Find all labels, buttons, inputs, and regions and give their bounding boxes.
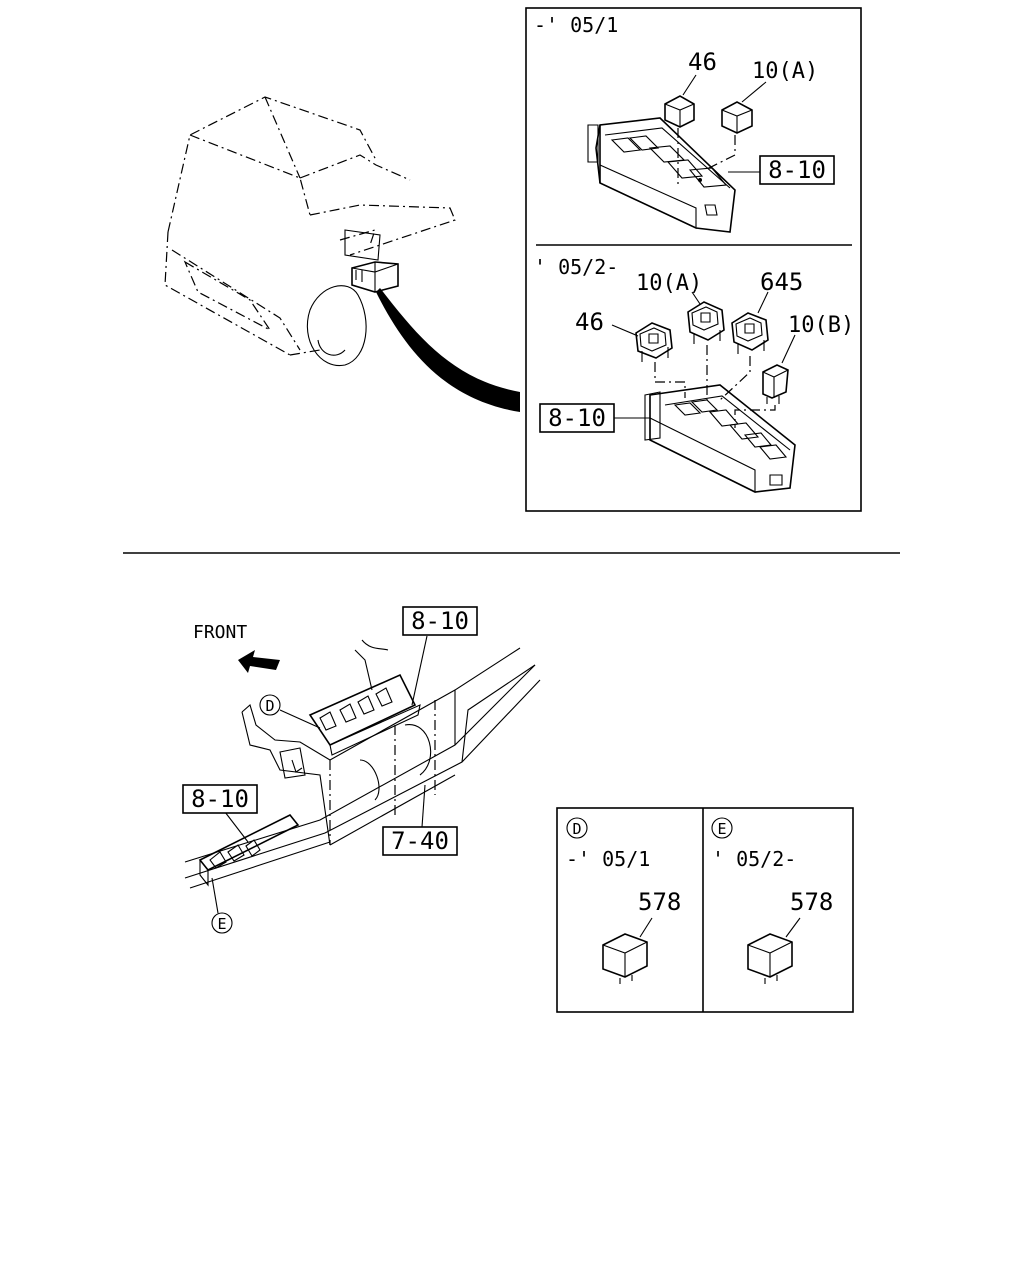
detail-e-part: 578 [790, 888, 833, 916]
ref-box-8-10-upper [402, 606, 478, 636]
relay-box-location [351, 261, 399, 293]
marker-d: D [265, 697, 274, 715]
detail-d-circle [566, 817, 588, 839]
ref-8-10-bottom: 8-10 [548, 404, 606, 432]
callout-46-top: 46 [688, 48, 717, 76]
callout-645: 645 [760, 268, 803, 296]
ref-box-8-10-bottom [539, 403, 615, 433]
ref-box-7-40 [382, 826, 458, 856]
relay-detail-panel: D -' 05/1 578 E ' 05/2- 578 [556, 807, 854, 1013]
relay-46-top [664, 74, 697, 185]
ref-box-8-10-top [759, 155, 835, 185]
front-arrow-icon [238, 650, 280, 673]
period-label-1: -' 05/1 [534, 13, 618, 37]
relay-box-2 [644, 384, 796, 493]
relay-578-e [747, 917, 801, 984]
callout-10a-bottom: 10(A) [636, 271, 702, 296]
detail-e-period: ' 05/2- [712, 847, 796, 871]
callout-46-bottom: 46 [575, 308, 604, 336]
ref-box-8-10-left [182, 784, 258, 814]
top-detail-panel: -' 05/1 ' 05/2- 46 [525, 7, 862, 512]
marker-e: E [217, 915, 226, 933]
ref-8-10-upper: 8-10 [411, 607, 469, 635]
chassis-diagram: FRONT 8-10 D [182, 606, 541, 934]
relay-46-bottom [611, 322, 686, 398]
relay-box-1 [587, 117, 736, 233]
callout-10b: 10(B) [788, 313, 854, 338]
relay-10a-bottom [687, 291, 725, 400]
zoom-leader [376, 288, 520, 412]
ref-7-40: 7-40 [391, 827, 449, 855]
detail-e-marker: E [717, 820, 726, 838]
ref-8-10-left: 8-10 [191, 785, 249, 813]
period-label-2: ' 05/2- [534, 255, 618, 279]
top-panel-frame [525, 7, 862, 512]
detail-d-period: -' 05/1 [566, 847, 650, 871]
callout-10a-top: 10(A) [752, 59, 818, 84]
relay-10a-top [704, 81, 767, 171]
detail-d-marker: D [572, 820, 581, 838]
detail-d-part: 578 [638, 888, 681, 916]
relay-645 [719, 291, 769, 401]
marker-d-circle [259, 694, 281, 716]
detail-panel-frame [556, 807, 854, 1013]
detail-e-circle [711, 817, 733, 839]
ref-8-10-top: 8-10 [768, 156, 826, 184]
relay-10b [734, 334, 796, 428]
relay-578-d [602, 917, 653, 984]
truck-cab-illustration [164, 96, 456, 367]
marker-e-circle [211, 912, 233, 934]
front-label: FRONT [193, 622, 247, 643]
